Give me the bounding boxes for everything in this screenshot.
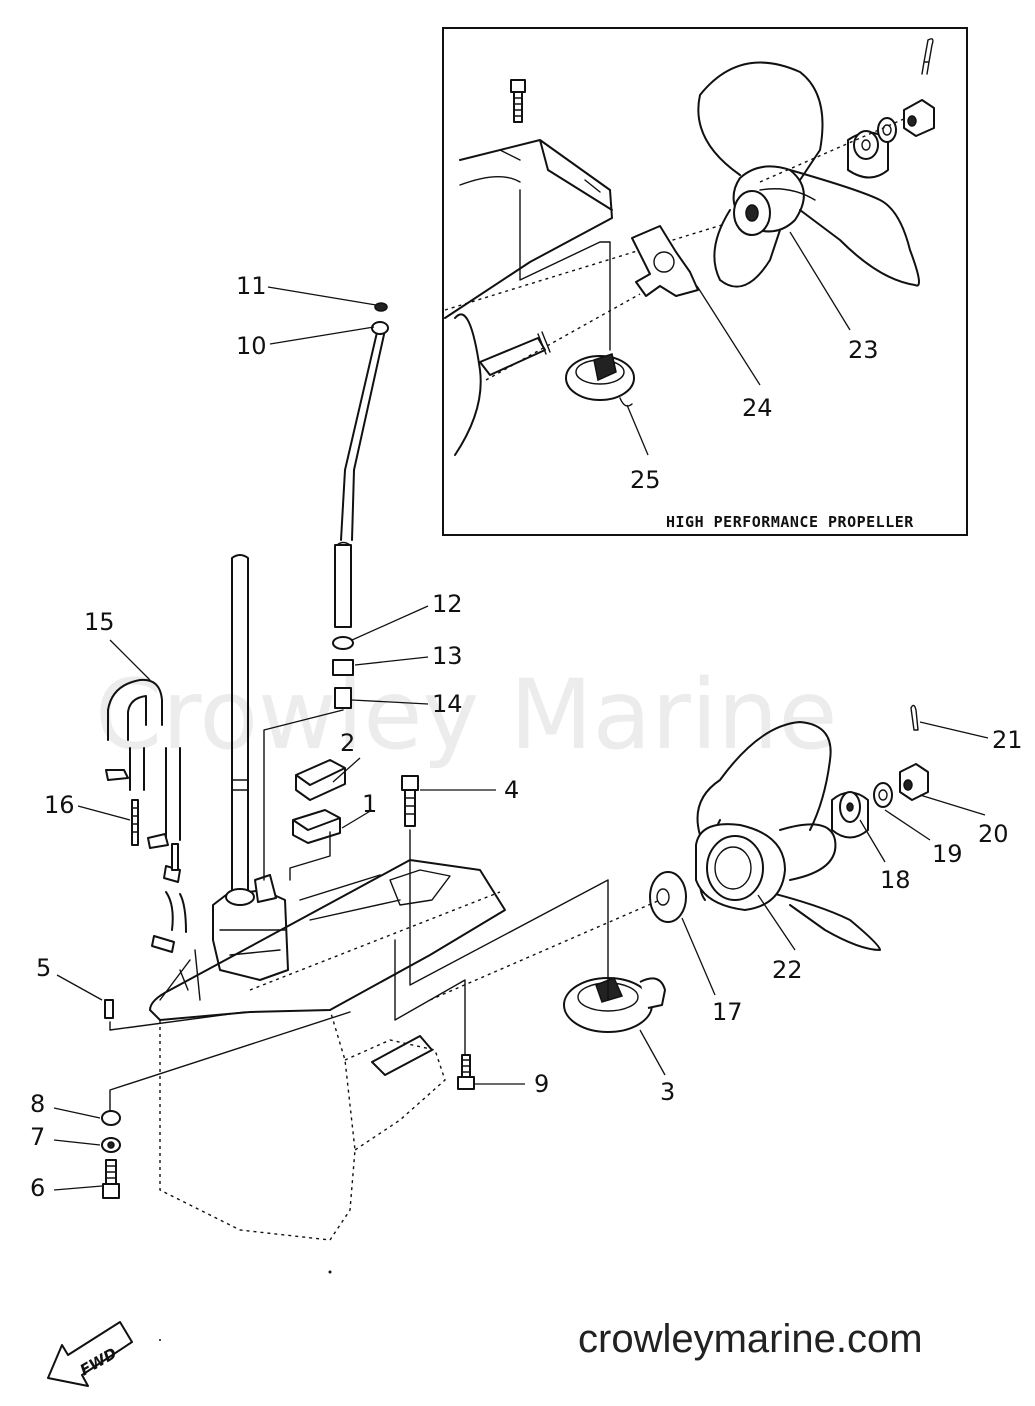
gearcase-body (149, 859, 506, 1021)
callout-23: 23 (848, 336, 879, 364)
callout-18: 18 (880, 866, 911, 894)
propeller-22 (695, 721, 881, 951)
inset-high-performance-propeller: HIGH PERFORMANCE PROPELLER (442, 27, 968, 536)
inset-propeller (697, 61, 920, 288)
callout-3: 3 (660, 1078, 675, 1106)
callout-19: 19 (932, 840, 963, 868)
callout-numbers: 1 2 3 4 5 6 7 8 9 10 11 12 13 14 15 16 1… (30, 272, 1023, 1202)
drive-shaft (231, 554, 249, 896)
callout-5: 5 (36, 954, 51, 982)
leader-lines (53, 286, 989, 1191)
inset-gearcase-outline (444, 139, 613, 456)
watermark-text: Crowley Marine (95, 659, 837, 771)
inset-title: HIGH PERFORMANCE PROPELLER (666, 513, 914, 531)
callout-14: 14 (432, 690, 463, 718)
main-exploded-view (101, 302, 929, 1241)
callout-7: 7 (30, 1123, 45, 1151)
callout-8: 8 (30, 1090, 45, 1118)
callout-1: 1 (362, 790, 377, 818)
callout-11: 11 (236, 272, 267, 300)
callout-17: 17 (712, 998, 743, 1026)
bolt-4 (401, 775, 419, 827)
washer-8 (101, 1110, 121, 1126)
bolt-6 (102, 1159, 120, 1199)
callout-25: 25 (630, 466, 661, 494)
dowel-5 (104, 999, 114, 1019)
grommet-cap (374, 302, 388, 312)
prop-hardware (831, 704, 929, 839)
callout-12: 12 (432, 590, 463, 618)
callout-15: 15 (84, 608, 115, 636)
key-2 (295, 759, 346, 801)
callout-10: 10 (236, 332, 267, 360)
inset-frame (442, 27, 968, 536)
callout-21: 21 (992, 726, 1023, 754)
callout-22: 22 (772, 956, 803, 984)
fittings (105, 769, 187, 953)
seal-13 (332, 659, 354, 676)
callout-13: 13 (432, 642, 463, 670)
bolt-9 (457, 1054, 475, 1090)
seal-14 (334, 687, 352, 709)
seal-12 (332, 636, 354, 650)
callout-2: 2 (340, 729, 355, 757)
water-tube-grommet (371, 321, 389, 335)
inset-hardware (847, 38, 935, 179)
callout-24: 24 (742, 394, 773, 422)
callout-4: 4 (504, 776, 519, 804)
gearcase-top-housing (212, 889, 289, 981)
website-url: crowleymarine.com (578, 1317, 923, 1361)
trim-tab-3 (563, 977, 666, 1033)
inset-prop-shaft (479, 337, 546, 376)
inset-anode-bolt (510, 79, 526, 123)
thrust-washer-17 (649, 871, 687, 923)
callout-16: 16 (44, 791, 75, 819)
water-tube (340, 327, 386, 541)
key-1 (292, 809, 341, 844)
fwd-arrow: FWD (47, 1321, 133, 1387)
callout-9: 9 (534, 1070, 549, 1098)
fwd-arrow-icon (47, 1321, 133, 1387)
hose (107, 678, 163, 741)
fwd-label: FWD (77, 1344, 120, 1379)
callout-20: 20 (978, 820, 1009, 848)
inset-thrust-washer (631, 225, 699, 297)
lower-unit-hidden-outline (159, 1009, 446, 1241)
inset-trim-tab (565, 353, 635, 407)
callout-6: 6 (30, 1174, 45, 1202)
